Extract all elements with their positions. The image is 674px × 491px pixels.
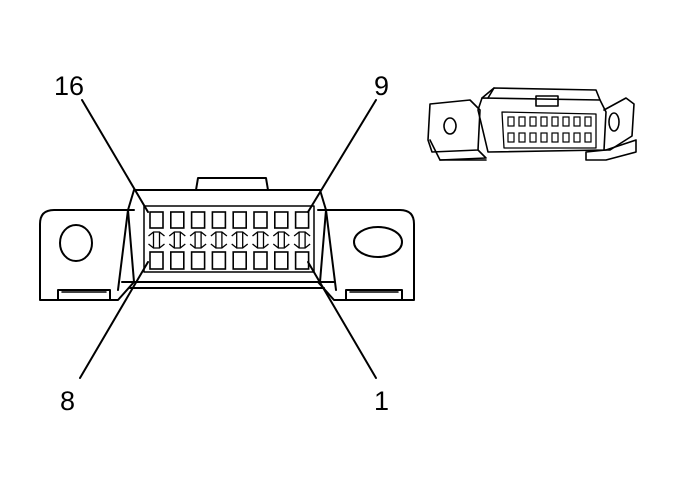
iso-pin-top: [562, 116, 570, 127]
iso-pin-bottom: [518, 132, 526, 143]
right-mounting-hole: [353, 226, 403, 258]
pin-9-label: 9: [374, 71, 390, 101]
iso-pin-top: [507, 116, 515, 127]
iso-pin-bottom: [573, 132, 581, 143]
iso-pin-top: [584, 116, 592, 127]
pin-contact-bottom: [273, 251, 289, 270]
left-mounting-flange: [39, 209, 135, 301]
pin-web: [293, 231, 311, 249]
leader-line-1: [307, 261, 377, 379]
connector-key-tab: [195, 177, 269, 191]
iso-pin-bottom: [540, 132, 548, 143]
leader-line-9: [307, 99, 377, 213]
pin-1-label: 1: [374, 386, 390, 416]
iso-pin-top: [551, 116, 559, 127]
iso-pin-bottom: [551, 132, 559, 143]
pin-contact-bottom: [149, 251, 164, 270]
pin-web: [189, 231, 207, 249]
iso-right-hole: [608, 112, 620, 132]
pin-contact-top: [232, 211, 247, 229]
iso-pin-top: [540, 116, 548, 127]
pin-16-label: 16: [54, 71, 85, 101]
pin-contact-top: [190, 211, 206, 229]
pin-contact-top: [253, 211, 268, 229]
pin-contact-bottom: [170, 251, 185, 270]
leader-line-16: [81, 99, 149, 213]
right-mounting-flange: [317, 209, 415, 301]
pin-contact-top: [149, 211, 164, 229]
pin-web: [231, 231, 249, 249]
iso-pin-bottom: [584, 132, 592, 143]
iso-left-flange: [427, 99, 481, 153]
leader-line-8: [79, 261, 149, 379]
iso-pin-top: [518, 116, 526, 127]
pin-web: [148, 231, 165, 249]
shell-side-right: [325, 209, 337, 291]
pin-contact-bottom: [232, 251, 247, 270]
pin-contact-top: [273, 211, 289, 229]
pin-contact-top: [211, 211, 227, 229]
pin-8-label: 8: [60, 386, 76, 416]
iso-pin-bottom: [529, 132, 537, 143]
pin-web: [168, 231, 186, 249]
shell-bottom-edge: [121, 281, 335, 289]
pin-contact-bottom: [190, 251, 206, 270]
iso-pin-bottom: [562, 132, 570, 143]
iso-right-flange: [603, 97, 635, 151]
left-flange-foot: [57, 289, 111, 301]
pin-contact-bottom: [211, 251, 227, 270]
iso-pin-bottom: [507, 132, 515, 143]
left-mounting-hole: [59, 224, 93, 262]
iso-pin-cavity: [501, 111, 597, 149]
shell-side-left: [117, 209, 129, 291]
pin-web: [252, 231, 269, 249]
pin-contact-top: [170, 211, 185, 229]
pin-web: [210, 231, 228, 249]
iso-pin-top: [529, 116, 537, 127]
right-flange-foot: [345, 289, 403, 301]
pin-web: [272, 231, 290, 249]
iso-key-tab: [535, 95, 559, 107]
iso-pin-top: [573, 116, 581, 127]
pin-contact-bottom: [253, 251, 268, 270]
pin-contact-bottom: [294, 251, 310, 270]
iso-left-hole: [443, 117, 457, 135]
pin-contact-top: [294, 211, 310, 229]
